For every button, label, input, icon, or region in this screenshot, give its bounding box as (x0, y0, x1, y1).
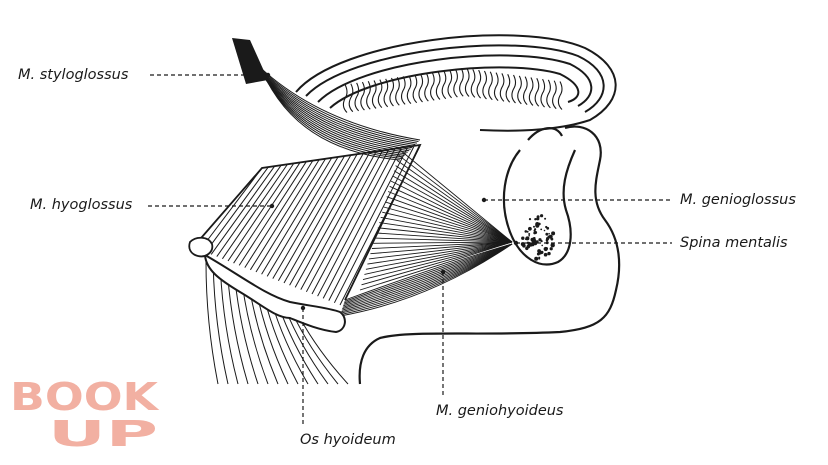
styloid-block (232, 38, 268, 84)
styloglossus-muscle (235, 41, 421, 161)
hyoglossus-muscle (199, 145, 421, 306)
label-hyoglossus: M. hyoglossus (30, 197, 133, 213)
leader-endpoints (265, 72, 519, 311)
leader-lines (148, 74, 672, 426)
tongue-papillae (342, 68, 563, 113)
hyoid-bone (203, 253, 346, 334)
mandible-outline (358, 125, 621, 385)
hyoid-cornu (188, 236, 214, 258)
bookup-watermark-logo: BOOK UP (10, 376, 160, 448)
label-styloglossus: M. styloglossus (18, 67, 129, 83)
label-os-hyoideum: Os hyoideum (300, 432, 396, 448)
label-spina-mentalis: Spina mentalis (680, 235, 788, 251)
label-genioglossus: M. genioglossus (680, 192, 796, 208)
logo-line2: UP (48, 414, 158, 448)
geniohyoideus-muscle (339, 243, 513, 317)
spina-mentalis (520, 214, 556, 261)
label-geniohyoideus: M. geniohyoideus (436, 403, 564, 419)
genioglossus-muscle (359, 149, 513, 291)
logo-line1: BOOK (10, 376, 160, 419)
